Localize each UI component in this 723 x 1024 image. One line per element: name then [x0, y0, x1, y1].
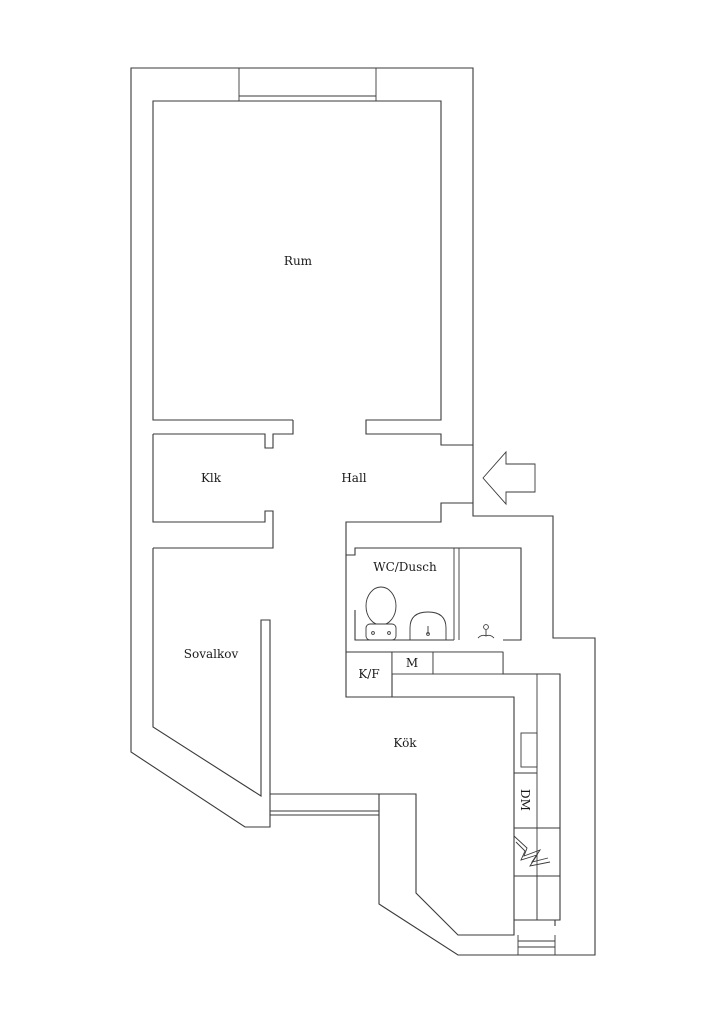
klk-walls — [152, 434, 274, 549]
room-label-rum: Rum — [284, 254, 313, 268]
room-label-kok: Kök — [393, 736, 417, 750]
rum-walls — [152, 100, 473, 446]
window-bottom-right — [517, 935, 556, 955]
room-label-klk: Klk — [201, 471, 222, 485]
room-label-sovalkov: Sovalkov — [184, 647, 239, 661]
stove-icon — [513, 835, 551, 867]
sovalkov-walls — [152, 548, 271, 798]
appliance-label-m: M — [406, 656, 418, 670]
sink-icon — [409, 611, 447, 641]
rum-hall-wall — [153, 420, 294, 449]
window-top — [238, 68, 377, 102]
counter-top — [432, 651, 504, 675]
hall-right-wall — [345, 502, 522, 641]
window-bottom-left — [270, 810, 379, 816]
appliance-label-kf: K/F — [358, 667, 379, 681]
appliance-label-dm: DM — [518, 789, 532, 811]
room-label-wc: WC/Dusch — [373, 560, 437, 574]
outer-wall — [130, 67, 596, 956]
toilet-icon — [365, 586, 397, 641]
shower-icon — [477, 624, 495, 639]
shower-partition — [453, 548, 460, 640]
entrance-arrow-icon — [482, 450, 536, 506]
sink-cabinet — [520, 732, 538, 768]
kitchen-inner-wall — [379, 696, 515, 936]
kitchen-walls — [345, 652, 393, 698]
right-counter — [514, 674, 560, 921]
room-label-hall: Hall — [341, 471, 366, 485]
